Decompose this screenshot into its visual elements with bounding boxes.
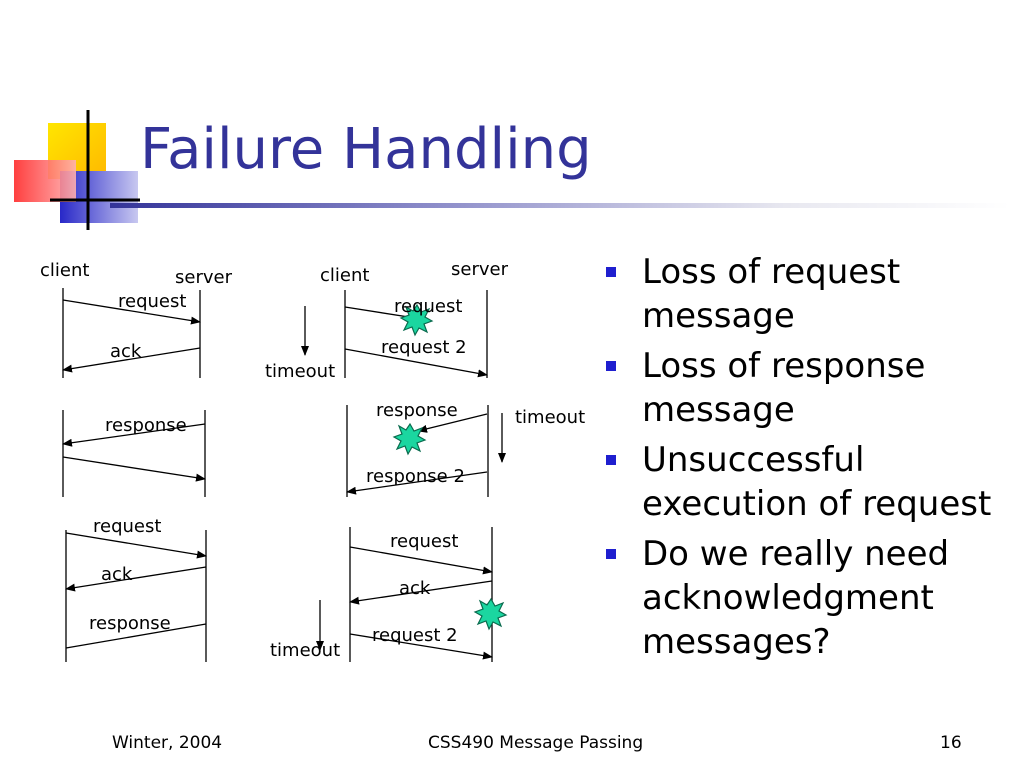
ack-label: ack <box>399 578 431 599</box>
response-label: response <box>105 415 187 436</box>
footer-date: Winter, 2004 <box>112 733 223 753</box>
timeout-label: timeout <box>265 361 335 382</box>
bullet-text: Do we really need acknowledgment message… <box>642 534 950 662</box>
response-arrow <box>62 423 206 447</box>
request-arrow <box>65 532 207 559</box>
client-label: client <box>320 265 369 286</box>
bullet-item: Loss of request message <box>606 250 1016 338</box>
lost-request-arrow <box>344 306 416 319</box>
ack-label: ack <box>101 564 133 585</box>
ack-arrow <box>349 580 493 605</box>
client-label: client <box>40 260 89 281</box>
response-label: response <box>89 613 171 634</box>
response-label: response <box>376 400 458 421</box>
response-arrow <box>65 623 207 649</box>
failure-sequence-diagrams: client server request ack client server … <box>40 259 585 662</box>
ack-label: ack <box>110 341 142 362</box>
bullet-item: Unsuccessful execution of request <box>606 438 1016 526</box>
timeout-label: timeout <box>270 640 340 661</box>
response-2-arrow <box>346 471 488 495</box>
bullet-square-icon <box>606 361 616 371</box>
request-label: request <box>390 531 458 552</box>
request-2-arrow <box>344 348 488 378</box>
timeout-label: timeout <box>515 407 585 428</box>
footer-course: CSS490 Message Passing <box>428 733 644 753</box>
request-label: request <box>93 516 161 537</box>
bullet-square-icon <box>606 267 616 277</box>
bullet-text: Loss of request message <box>642 252 901 336</box>
page-title: Failure Handling <box>140 117 592 182</box>
title-underline <box>110 203 1010 208</box>
ack-arrow <box>62 347 201 373</box>
bullet-square-icon <box>606 455 616 465</box>
bullet-square-icon <box>606 549 616 559</box>
bullet-text: Loss of response message <box>642 346 926 430</box>
server-label: server <box>175 267 233 288</box>
message-loss-burst-icon <box>392 422 427 456</box>
ack-arrow <box>62 456 206 482</box>
footer-slide-number: 16 <box>940 733 962 753</box>
server-label: server <box>451 259 509 280</box>
request-2-label: request 2 <box>381 337 467 358</box>
request-label: request <box>118 291 186 312</box>
message-loss-burst-icon <box>473 597 508 631</box>
bullet-list: Loss of request message Loss of response… <box>606 250 1016 670</box>
bullet-item: Loss of response message <box>606 344 1016 432</box>
request-2-label: request 2 <box>372 625 458 646</box>
bullet-text: Unsuccessful execution of request <box>642 440 992 524</box>
request-label: request <box>394 296 462 317</box>
bullet-item: Do we really need acknowledgment message… <box>606 532 1016 664</box>
request-2-arrow <box>349 633 493 660</box>
request-arrow <box>349 546 493 575</box>
request-arrow <box>62 299 201 325</box>
message-loss-burst-icon <box>399 303 434 337</box>
response-2-label: response 2 <box>366 466 465 487</box>
lost-response-arrow <box>417 413 488 433</box>
logo-decoration <box>14 110 140 230</box>
ack-arrow <box>65 566 207 592</box>
